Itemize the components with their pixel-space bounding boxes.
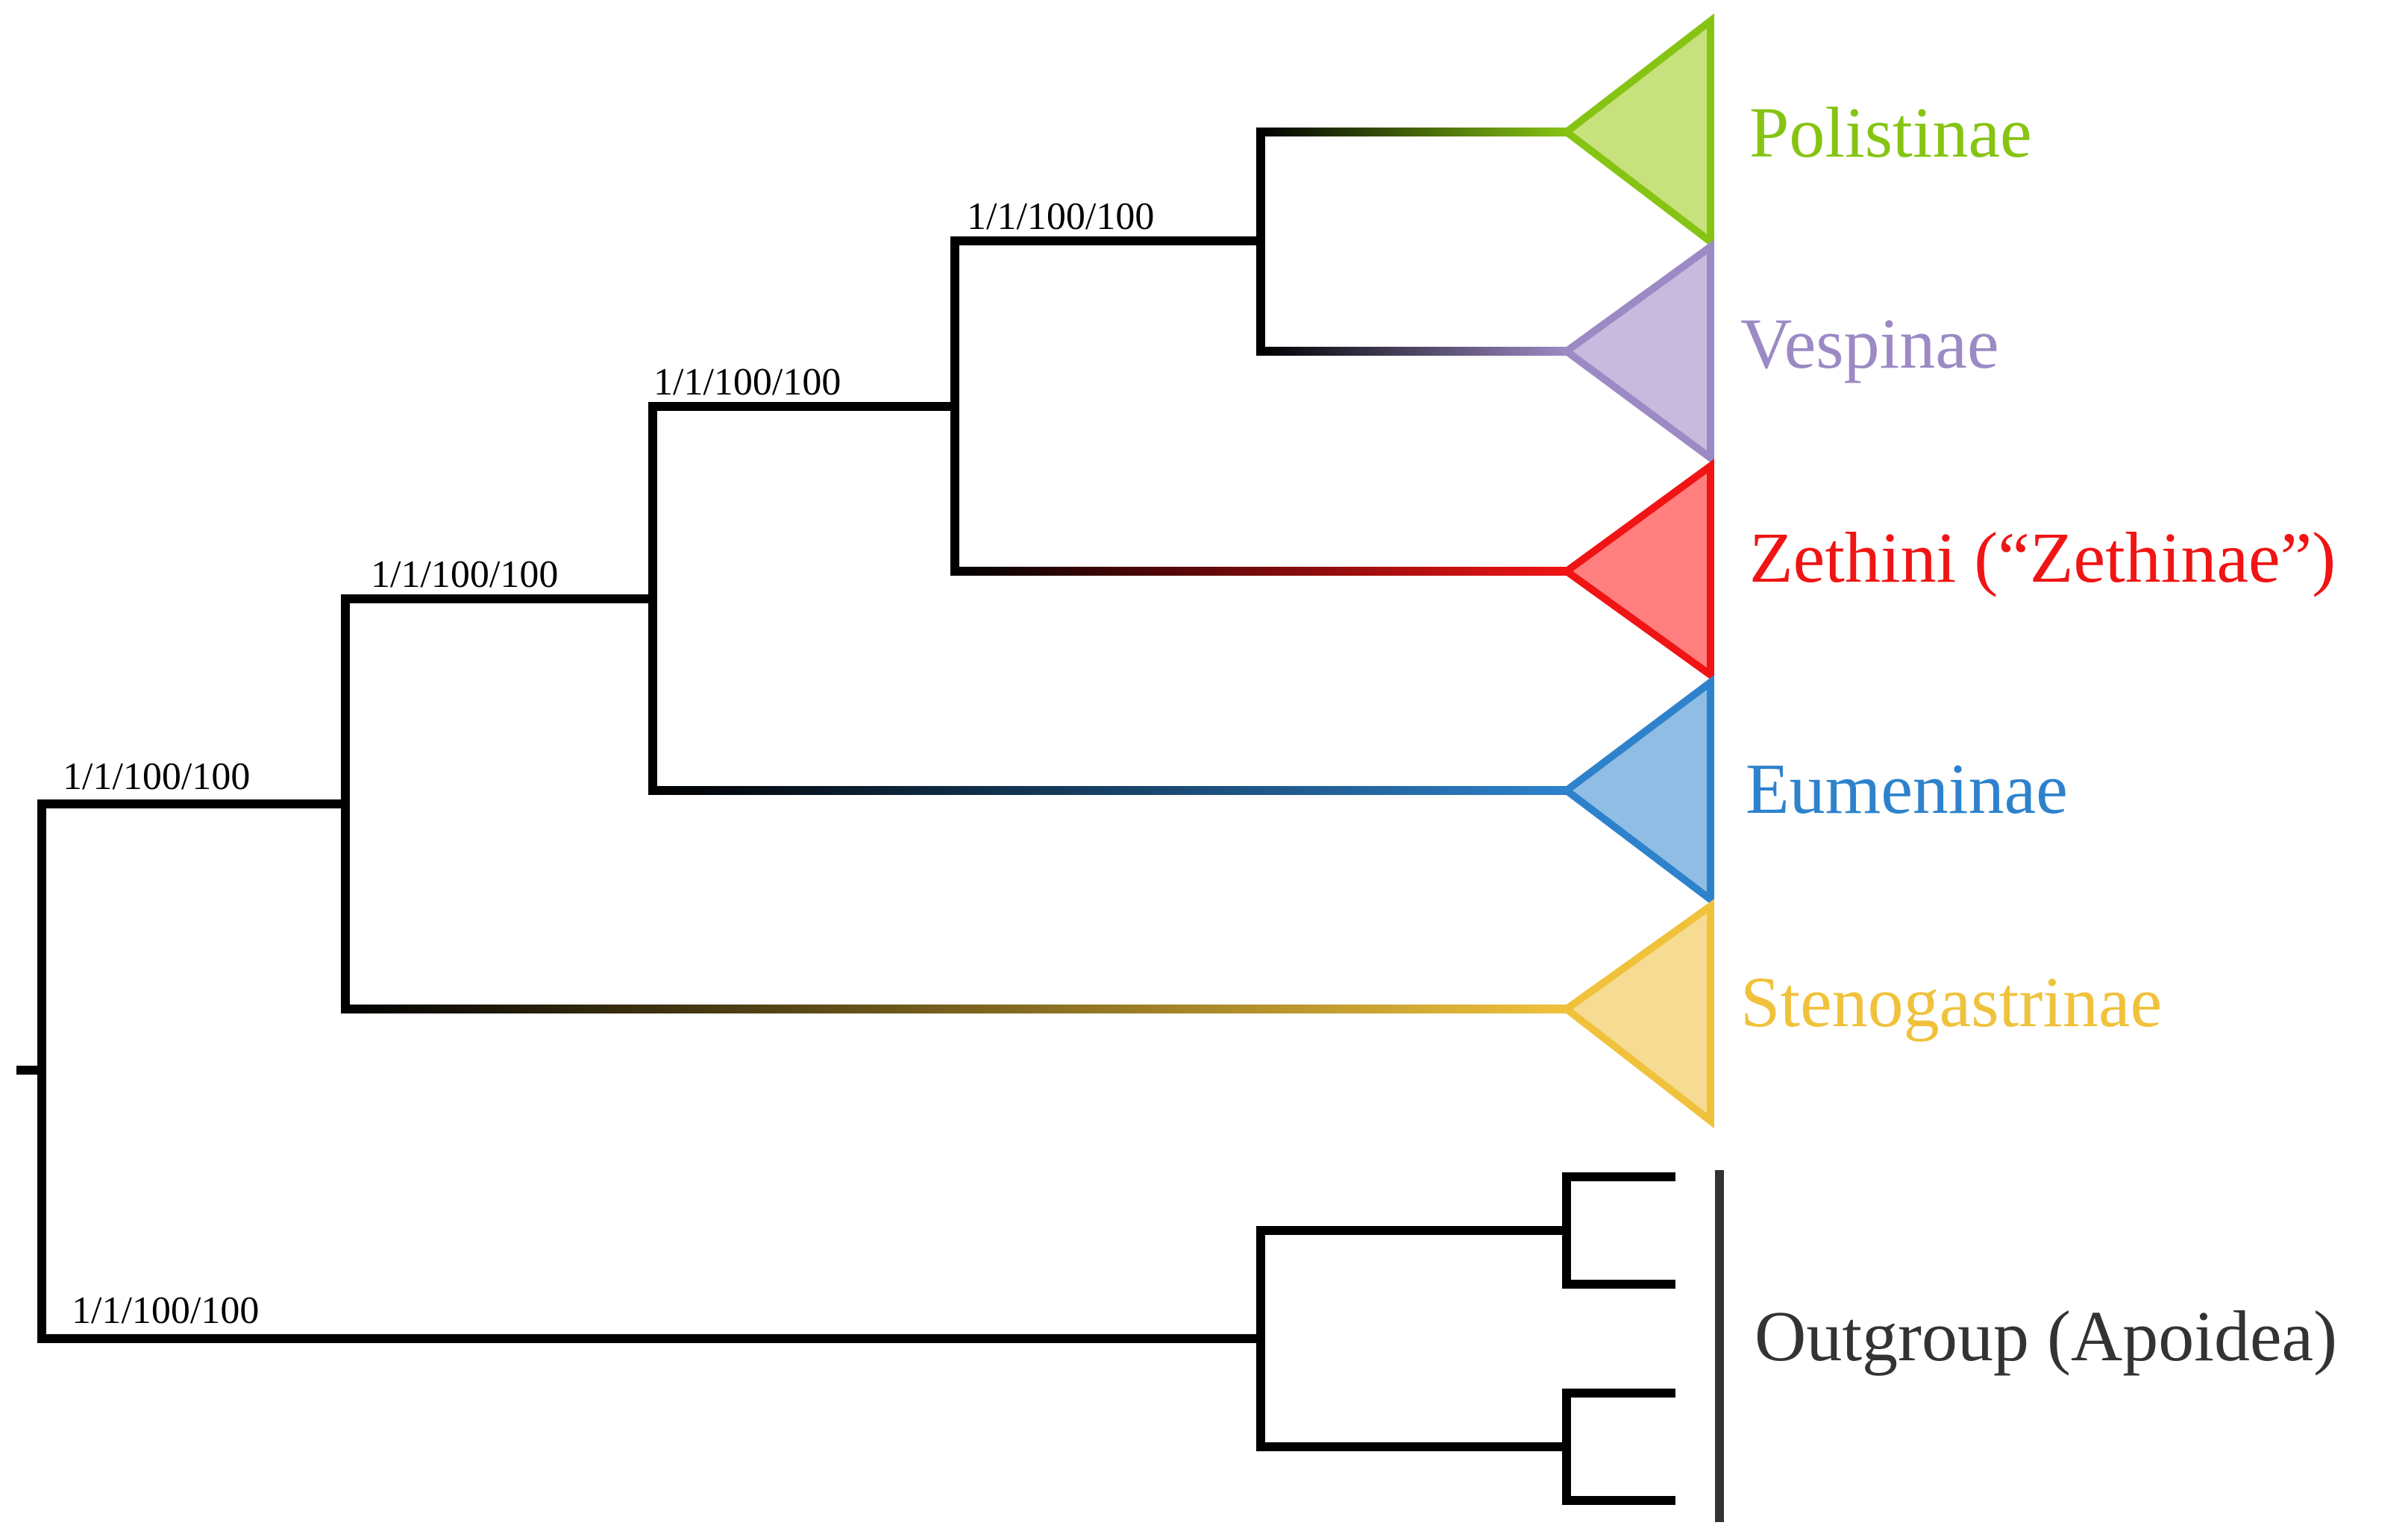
clade-label-outgroup: Outgroup (Apoidea) — [1755, 1296, 2337, 1376]
clade-label-eumeninae: Eumeninae — [1746, 749, 2068, 829]
eumeninae-triangle — [1560, 674, 1714, 908]
support-value-zethini-node: 1/1/100/100 — [653, 361, 841, 403]
support-value-outgroup: 1/1/100/100 — [72, 1289, 259, 1332]
zethini-triangle — [1560, 459, 1714, 682]
clade-label-polistinae: Polistinae — [1749, 92, 2032, 172]
clade-label-vespinae: Vespinae — [1740, 304, 1999, 383]
vespinae-triangle — [1560, 239, 1714, 465]
support-value-eumeninae-node: 1/1/100/100 — [371, 553, 558, 596]
clade-label-zethini: Zethini (“Zethinae”) — [1749, 518, 2336, 597]
clade-label-stenogastrinae: Stenogastrinae — [1740, 962, 2162, 1042]
support-value-ingroup: 1/1/100/100 — [63, 755, 250, 798]
support-value-vespine-node: 1/1/100/100 — [967, 195, 1154, 238]
polistinae-triangle — [1560, 13, 1714, 250]
stenogastrinae-triangle — [1560, 899, 1714, 1129]
